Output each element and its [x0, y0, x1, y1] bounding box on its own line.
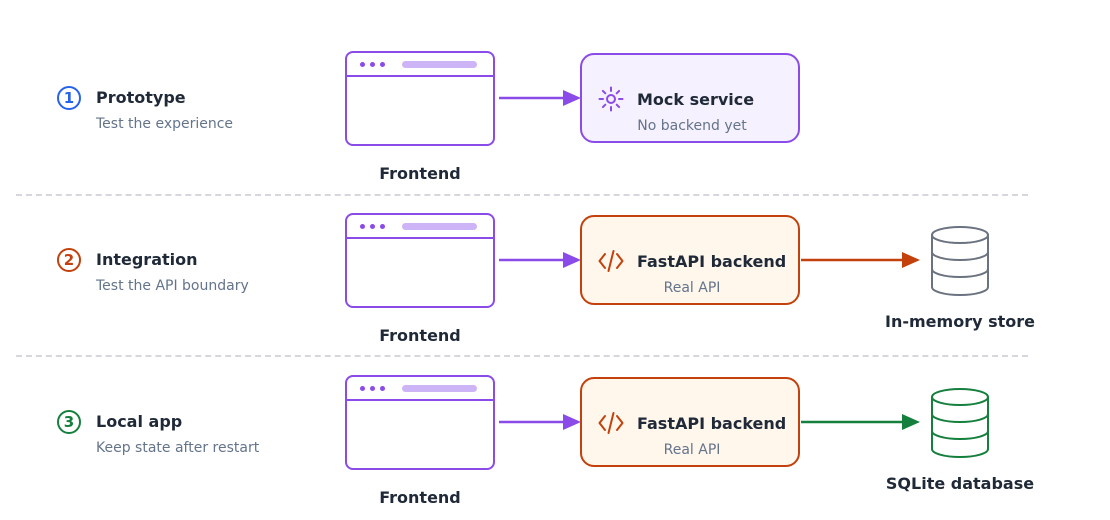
service-title: FastAPI backend: [637, 414, 787, 433]
arrow-frontend-to-service: [499, 414, 581, 430]
frontend-browser-icon: [345, 51, 495, 146]
fastapi-backend-box: FastAPI backend Real API: [580, 377, 800, 467]
frontend-browser-icon: [345, 213, 495, 308]
window-dot: [370, 224, 375, 229]
step-subtitle: Test the experience: [96, 116, 234, 132]
service-subtitle: Real API: [663, 280, 721, 296]
step-title: Prototype: [96, 88, 186, 107]
service-subtitle: No backend yet: [637, 118, 747, 134]
database-icon: [931, 388, 989, 458]
sun-icon: [598, 86, 624, 112]
stage-local-app: 3 Local app Keep state after restart Fro…: [0, 324, 1110, 507]
arrow-frontend-to-service: [499, 90, 581, 106]
window-dot: [370, 62, 375, 67]
database-icon: [931, 226, 989, 296]
step-number: 1: [63, 88, 75, 107]
storage-label: In-memory store: [885, 312, 1035, 331]
address-bar: [402, 385, 477, 392]
frontend-label: Frontend: [379, 488, 461, 507]
step-subtitle: Test the API boundary: [96, 278, 249, 294]
frontend-browser-icon: [345, 375, 495, 470]
step-number: 2: [63, 250, 75, 269]
address-bar: [402, 61, 477, 68]
frontend-label: Frontend: [379, 326, 461, 345]
window-dot: [380, 224, 385, 229]
service-title: FastAPI backend: [637, 252, 787, 271]
step-number: 3: [63, 412, 75, 431]
arrow-service-to-storage: [801, 252, 920, 268]
window-dot: [360, 62, 365, 67]
window-dot: [380, 386, 385, 391]
stage-divider: [16, 355, 1028, 357]
service-subtitle: Real API: [663, 442, 721, 458]
window-dot: [360, 224, 365, 229]
arrow-service-to-storage: [801, 414, 920, 430]
window-dot: [380, 62, 385, 67]
code-icon: [598, 412, 624, 434]
step-number-badge: 3: [57, 410, 81, 434]
browser-title-bar: [347, 215, 493, 239]
step-number-badge: 1: [57, 86, 81, 110]
code-icon: [598, 250, 624, 272]
address-bar: [402, 223, 477, 230]
step-number-badge: 2: [57, 248, 81, 272]
stage-divider: [16, 194, 1028, 196]
window-dot: [370, 386, 375, 391]
step-title: Integration: [96, 250, 198, 269]
browser-title-bar: [347, 377, 493, 401]
mock-service-box: Mock service No backend yet: [580, 53, 800, 143]
frontend-label: Frontend: [379, 164, 461, 183]
fastapi-backend-box: FastAPI backend Real API: [580, 215, 800, 305]
storage-label: SQLite database: [885, 474, 1035, 493]
service-title: Mock service: [637, 90, 755, 109]
browser-title-bar: [347, 53, 493, 77]
window-dot: [360, 386, 365, 391]
stage-integration: 2 Integration Test the API boundary Fron…: [0, 162, 1110, 345]
step-subtitle: Keep state after restart: [96, 440, 260, 456]
step-title: Local app: [96, 412, 183, 431]
stage-prototype: 1 Prototype Test the experience Frontend: [0, 0, 1110, 183]
arrow-frontend-to-service: [499, 252, 581, 268]
